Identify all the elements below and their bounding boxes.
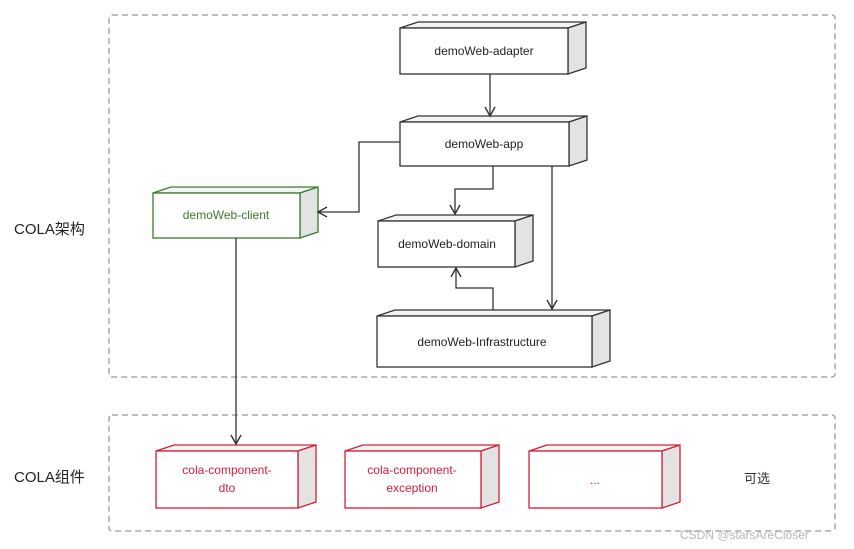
node-app: demoWeb-app [399, 115, 588, 167]
edge-infrastructure-to-domain [450, 266, 494, 310]
architecture-section-frame [108, 14, 836, 378]
node-app-label: demoWeb-app [445, 137, 524, 151]
cola-components-label: COLA组件 [14, 469, 85, 486]
node-dto-label-line2: dto [219, 481, 236, 495]
node-component-dto: cola-component- dto [155, 444, 317, 509]
node-client-label: demoWeb-client [183, 208, 270, 222]
node-more-label: ... [590, 473, 600, 487]
node-infrastructure-label: demoWeb-Infrastructure [417, 335, 546, 349]
node-exception-label-line2: exception [386, 481, 437, 495]
edge-app-to-domain [449, 166, 494, 216]
node-exception-label-line1: cola-component- [367, 463, 456, 477]
node-adapter-label: demoWeb-adapter [434, 44, 533, 58]
node-dto-label-line1: cola-component- [182, 463, 271, 477]
node-domain: demoWeb-domain [377, 214, 534, 268]
cola-architecture-label: COLA架构 [14, 221, 85, 238]
components-section-frame [108, 414, 836, 532]
node-domain-label: demoWeb-domain [398, 237, 496, 251]
node-component-exception: cola-component- exception [344, 444, 500, 509]
edge-app-to-client [316, 141, 400, 218]
node-component-more: ... [528, 444, 681, 509]
node-adapter: demoWeb-adapter [399, 21, 587, 75]
node-client: demoWeb-client [152, 186, 319, 239]
optional-note: 可选 [744, 471, 771, 486]
node-infrastructure: demoWeb-Infrastructure [376, 309, 611, 368]
